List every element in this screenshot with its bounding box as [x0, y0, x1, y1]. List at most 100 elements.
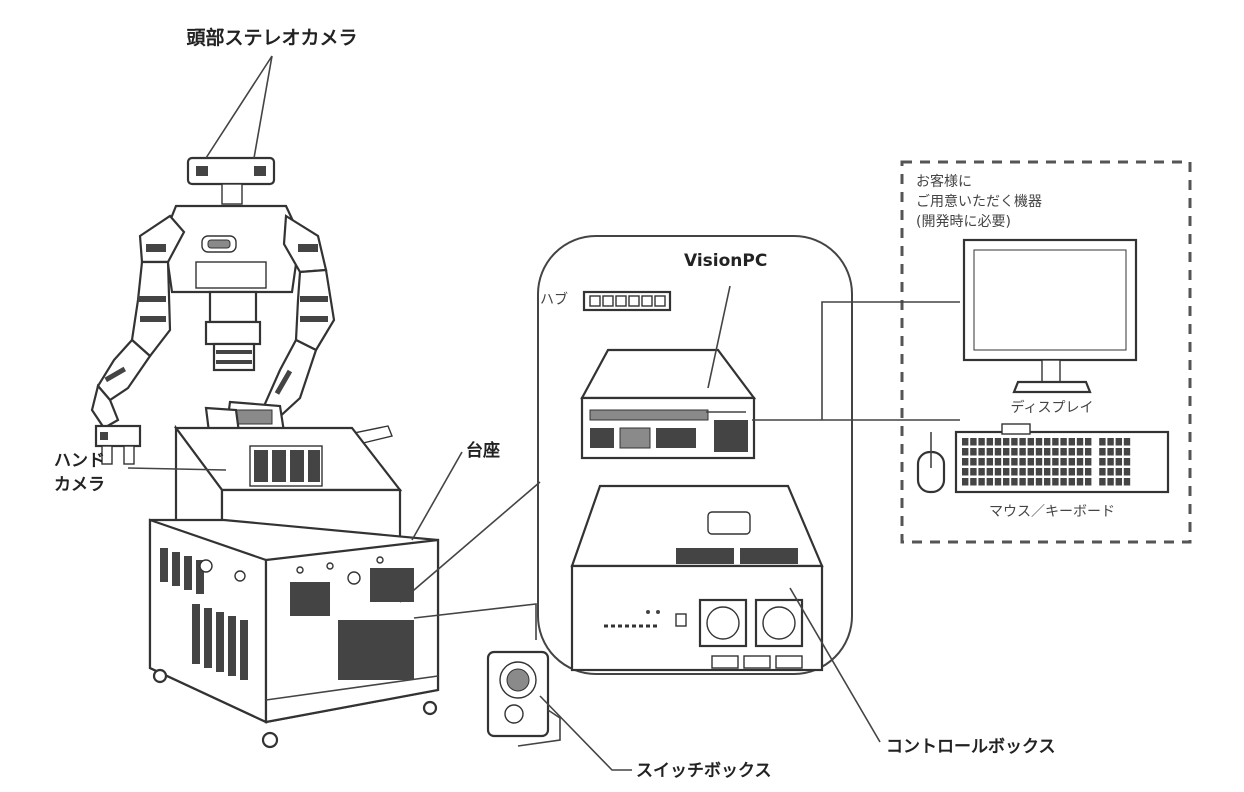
- keyboard-key: [962, 458, 969, 466]
- keyboard-key: [1060, 448, 1067, 456]
- keyboard-key: [1035, 448, 1043, 456]
- keyboard-key: [1068, 458, 1075, 466]
- keyboard-key: [986, 438, 993, 446]
- keyboard-key: [970, 478, 977, 486]
- keyboard-key: [1027, 438, 1034, 446]
- label-hand-camera-line1: ハンド: [54, 451, 105, 471]
- label-display: ディスプレイ: [1010, 399, 1093, 416]
- keyboard-key: [1011, 468, 1018, 476]
- label-customer-note-line2: ご用意いただく機器: [916, 193, 1042, 210]
- keyboard-key: [1044, 478, 1051, 486]
- label-switch-box: スイッチボックス: [636, 761, 772, 781]
- label-hand-camera-line2: カメラ: [54, 475, 105, 495]
- keyboard-key: [1011, 438, 1018, 446]
- keyboard-key: [1076, 438, 1084, 446]
- keyboard-key: [1076, 458, 1084, 466]
- customer-equipment-outline: [900, 160, 1192, 544]
- keyboard-key: [1052, 478, 1059, 486]
- keyboard-key: [962, 478, 969, 486]
- keyboard-key: [1044, 458, 1051, 466]
- keyboard-key: [1011, 458, 1018, 466]
- label-vision-pc: VisionPC: [684, 251, 767, 271]
- keyboard-key: [1027, 448, 1034, 456]
- keyboard-key: [1035, 438, 1043, 446]
- keyboard-key: [1123, 438, 1131, 446]
- keyboard-key: [1060, 468, 1067, 476]
- hub-icon: [582, 290, 672, 312]
- keyboard-key: [994, 438, 1002, 446]
- keyboard-key: [1099, 438, 1106, 446]
- keyboard-key: [1123, 448, 1131, 456]
- keyboard-key: [1068, 448, 1075, 456]
- connection-lines: [127, 55, 960, 771]
- keyboard-key: [986, 458, 993, 466]
- keyboard-key: [1076, 448, 1084, 456]
- keyboard-key: [1068, 468, 1075, 476]
- keyboard-key: [986, 448, 993, 456]
- keyboard-key: [1003, 458, 1010, 466]
- keyboard-key: [1107, 468, 1114, 476]
- keyboard-key: [1068, 438, 1075, 446]
- control-box-icon: [570, 484, 824, 672]
- keyboard-key: [1115, 478, 1122, 486]
- keyboard-icon: [954, 423, 1170, 494]
- keyboard-key: [1019, 478, 1026, 486]
- keyboard-key: [1019, 438, 1026, 446]
- keyboard-key: [1099, 478, 1106, 486]
- keyboard-key: [1060, 438, 1067, 446]
- keyboard-key: [1011, 448, 1018, 456]
- keyboard-key: [1019, 458, 1026, 466]
- keyboard-key: [1115, 448, 1122, 456]
- keyboard-key: [1044, 468, 1051, 476]
- keyboard-key: [1035, 468, 1043, 476]
- keyboard-key: [1027, 468, 1034, 476]
- keyboard-key: [1085, 458, 1092, 466]
- keyboard-key: [1123, 458, 1131, 466]
- keyboard-key: [1060, 478, 1067, 486]
- keyboard-key: [1123, 478, 1131, 486]
- keyboard-key: [1019, 448, 1026, 456]
- vision-pc-icon: [580, 348, 757, 460]
- switch-box-icon: [486, 650, 561, 747]
- keyboard-key: [1052, 468, 1059, 476]
- keyboard-key: [1044, 438, 1051, 446]
- keyboard-key: [1027, 458, 1034, 466]
- keyboard-key: [1052, 458, 1059, 466]
- keyboard-key: [978, 468, 985, 476]
- keyboard-key: [1003, 438, 1010, 446]
- keyboard-key: [1003, 468, 1010, 476]
- label-control-box: コントロールボックス: [886, 737, 1056, 757]
- keyboard-key: [1107, 478, 1114, 486]
- keyboard-key: [970, 468, 977, 476]
- keyboard-key: [1107, 458, 1114, 466]
- keyboard-key: [1107, 438, 1114, 446]
- keyboard-key: [978, 478, 985, 486]
- label-customer-note-line3: (開発時に必要): [916, 214, 1011, 230]
- keyboard-key: [1099, 468, 1106, 476]
- label-pedestal: 台座: [466, 440, 500, 461]
- keyboard-key: [978, 458, 985, 466]
- keyboard-key: [1085, 448, 1092, 456]
- keyboard-key: [986, 468, 993, 476]
- keyboard-key: [1027, 478, 1034, 486]
- keyboard-key: [1085, 438, 1092, 446]
- keyboard-key: [1068, 478, 1075, 486]
- keyboard-key: [1003, 478, 1010, 486]
- keyboard-key: [1003, 448, 1010, 456]
- keyboard-key: [1085, 468, 1092, 476]
- keyboard-key: [1085, 478, 1092, 486]
- keyboard-key: [1115, 438, 1122, 446]
- keyboard-key: [994, 448, 1002, 456]
- keyboard-key: [1076, 478, 1084, 486]
- keyboard-key: [1060, 458, 1067, 466]
- keyboard-key: [970, 438, 977, 446]
- pedestal-icon: [148, 424, 440, 749]
- display-icon: [962, 238, 1138, 394]
- keyboard-key: [970, 458, 977, 466]
- keyboard-key: [994, 458, 1002, 466]
- mouse-icon: [916, 432, 946, 494]
- label-hub: ハブ: [540, 291, 568, 308]
- keyboard-key: [962, 448, 969, 456]
